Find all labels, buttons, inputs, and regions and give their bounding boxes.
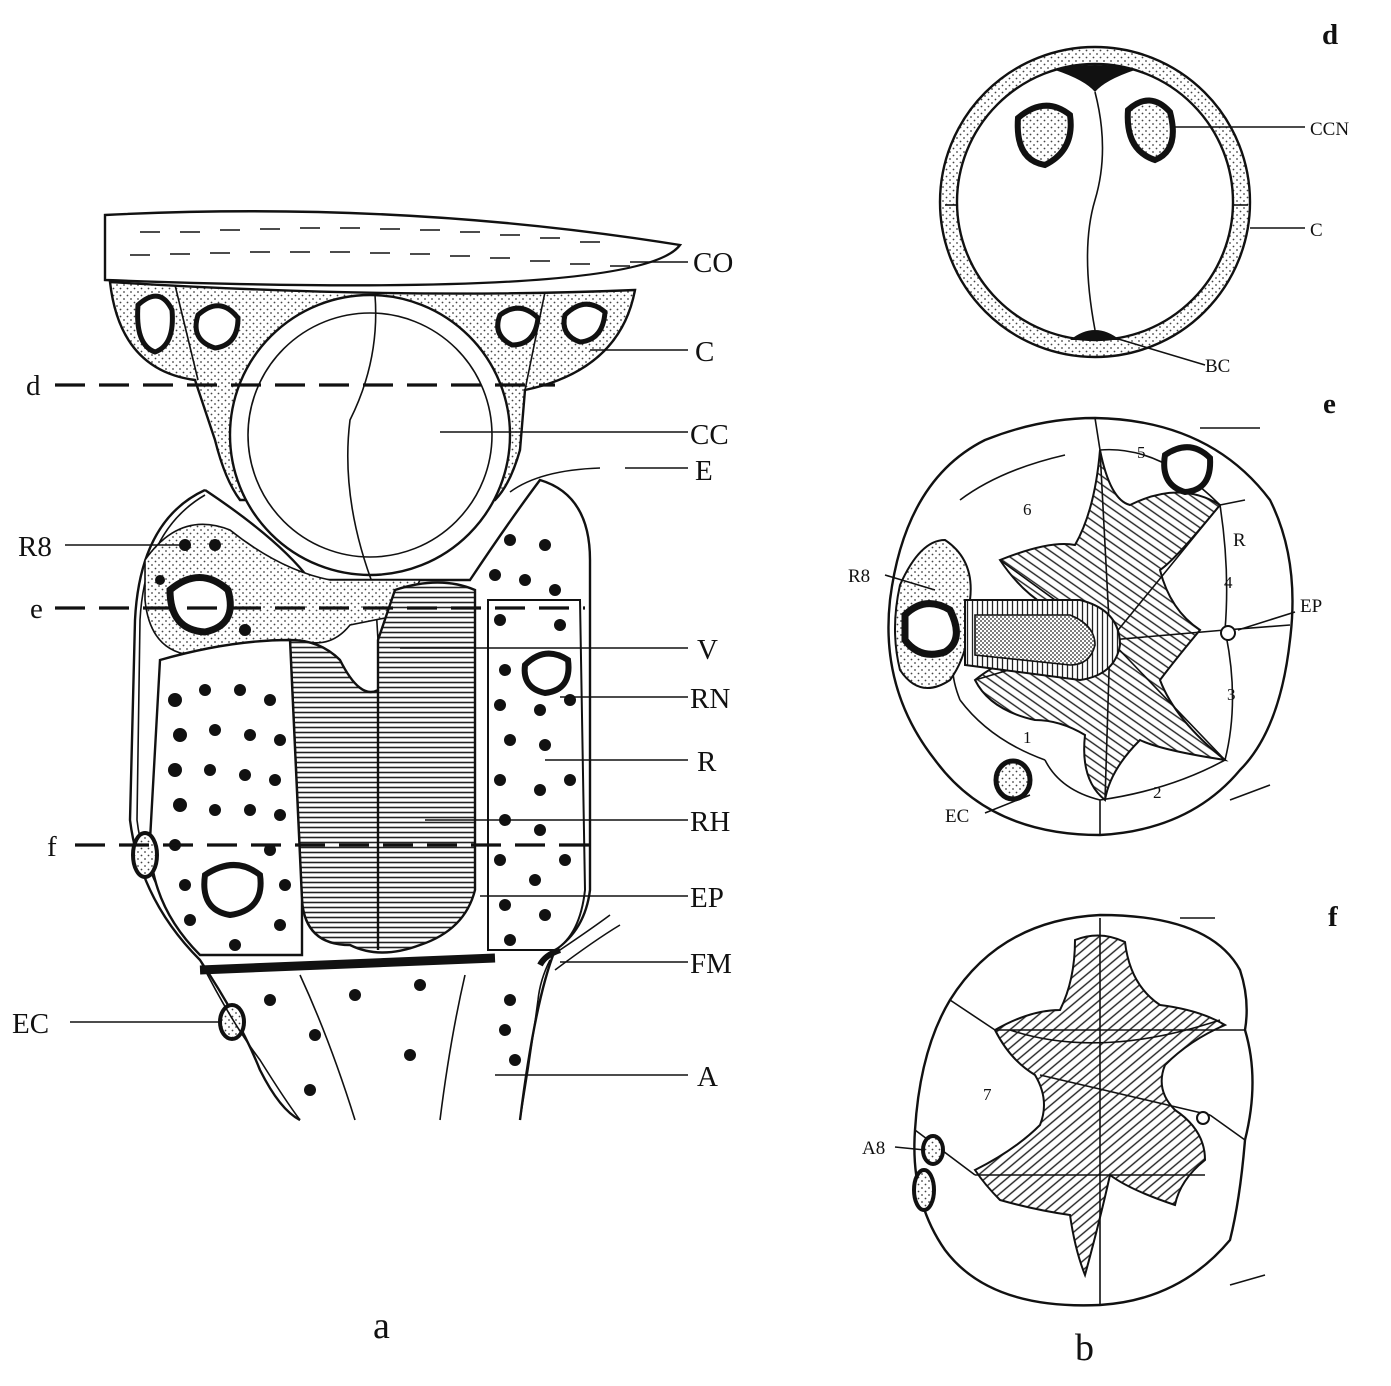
label-rn: RN [690, 683, 730, 715]
label-rh: RH [690, 806, 730, 838]
cone-nucleus [138, 296, 173, 352]
label-r: R [697, 746, 717, 778]
panel-a-drawing [55, 211, 680, 1120]
cell-7: 7 [983, 1085, 992, 1104]
epithelial-cell [220, 1005, 244, 1039]
label-section-d: d [26, 370, 41, 402]
panel-label-d: d [1322, 19, 1338, 51]
label-co: CO [693, 247, 733, 279]
label-ccn: CCN [1310, 119, 1349, 140]
label-cc: CC [690, 419, 729, 451]
cell-3: 3 [1227, 685, 1236, 704]
panel-d-drawing [940, 47, 1250, 357]
r8-nucleus [170, 578, 230, 633]
label-e-r: R [1233, 530, 1246, 551]
fenestrated-membrane [200, 958, 495, 970]
cornea [105, 211, 680, 285]
panel-label-a: a [373, 1305, 390, 1347]
retinula-nucleus [525, 654, 569, 693]
label-e-ec: EC [945, 806, 969, 827]
label-ep: EP [690, 882, 724, 914]
cell-6: 6 [1023, 500, 1032, 519]
cell5-nucleus [1164, 447, 1210, 492]
epithelial-cell-e [996, 761, 1030, 799]
label-r8: R8 [18, 531, 52, 563]
label-section-f: f [47, 831, 57, 863]
epithelial-cell [133, 833, 157, 877]
retinula-nucleus-lower [204, 865, 260, 915]
label-section-e: e [30, 593, 43, 625]
label-d-c: C [1310, 220, 1323, 241]
a8-cell [923, 1136, 943, 1164]
panel-label-e: e [1323, 388, 1336, 420]
label-ec: EC [12, 1008, 49, 1040]
label-a: A [697, 1061, 718, 1093]
panel-e-drawing [888, 418, 1292, 835]
label-fm: FM [690, 948, 732, 980]
label-e: E [695, 455, 713, 487]
cell-2: 2 [1153, 783, 1162, 802]
cone-nucleus [196, 306, 238, 348]
panel-f-drawing [914, 915, 1265, 1305]
label-e-r8: R8 [848, 566, 870, 587]
cell-1: 1 [1023, 728, 1032, 747]
epithelial-cell-f [914, 1170, 934, 1210]
r8-nucleus-e [905, 604, 956, 655]
label-v: V [697, 634, 718, 666]
label-a8: A8 [862, 1138, 885, 1159]
cone-nucleus [498, 308, 538, 345]
label-bc: BC [1205, 356, 1230, 377]
cell-5: 5 [1137, 443, 1146, 462]
cell-4: 4 [1224, 573, 1233, 592]
panel-label-b: b [1075, 1327, 1094, 1369]
crystalline-cone [230, 295, 510, 575]
panel-label-f: f [1328, 901, 1338, 933]
label-e-ep: EP [1300, 596, 1322, 617]
label-c: C [695, 336, 714, 368]
